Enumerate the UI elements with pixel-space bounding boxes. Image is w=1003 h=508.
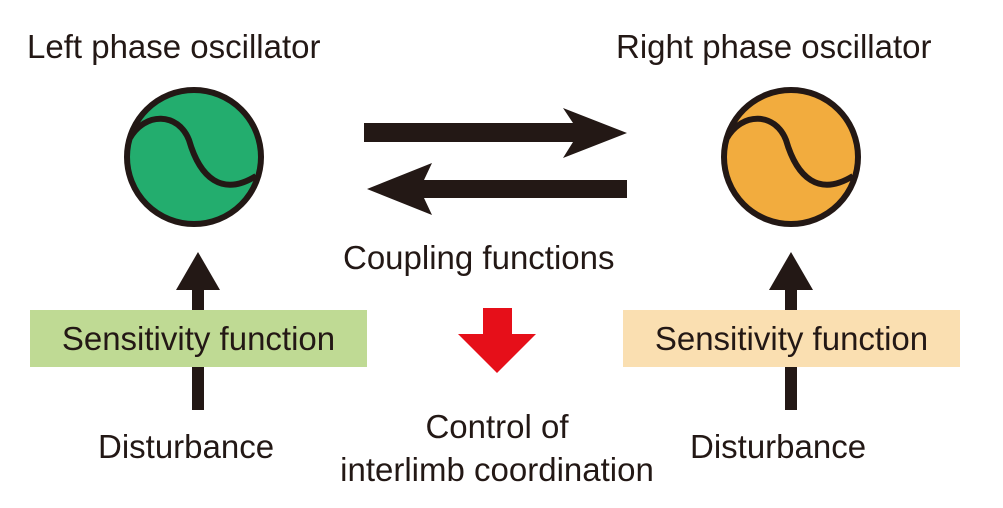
left-oscillator	[124, 87, 264, 227]
left-sensitivity-function-box: Sensitivity function	[30, 310, 367, 367]
right-disturbance-label: Disturbance	[690, 428, 867, 465]
arrow-right-icon	[364, 108, 627, 158]
result-label-line1: Control of	[425, 408, 569, 445]
coupling-arrows	[364, 108, 627, 215]
left-disturbance-label: Disturbance	[98, 428, 275, 465]
arrow-left-icon	[367, 163, 627, 215]
right-oscillator-title: Right phase oscillator	[616, 28, 932, 65]
right-sensitivity-function-label: Sensitivity function	[654, 320, 929, 357]
coupling-functions-label: Coupling functions	[343, 239, 615, 276]
left-oscillator-title: Left phase oscillator	[27, 28, 321, 65]
result-arrow-down-icon	[458, 308, 536, 373]
left-oscillator-sine-icon	[127, 115, 258, 188]
left-sensitivity-function-label: Sensitivity function	[61, 320, 336, 357]
right-oscillator-sine-icon	[724, 115, 855, 188]
right-oscillator	[721, 87, 861, 227]
result-label-line2: interlimb coordination	[340, 451, 654, 488]
right-sensitivity-function-box: Sensitivity function	[623, 310, 960, 367]
